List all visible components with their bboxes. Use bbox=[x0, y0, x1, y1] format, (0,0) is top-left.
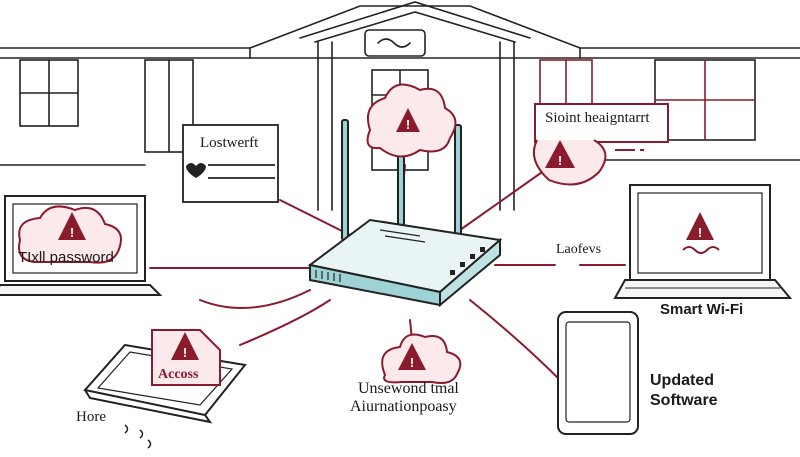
warning-icon bbox=[171, 332, 199, 360]
warning-icon bbox=[686, 212, 714, 240]
router bbox=[307, 104, 503, 308]
warning-icon bbox=[398, 343, 426, 370]
label-hore: Hore bbox=[76, 409, 106, 425]
svg-text:!: ! bbox=[558, 153, 562, 168]
label-software: Software bbox=[650, 392, 718, 409]
svg-text:!: ! bbox=[698, 225, 702, 240]
callout-top-right: ! bbox=[533, 103, 669, 186]
warning-icon bbox=[545, 140, 575, 168]
smartphone bbox=[557, 311, 639, 435]
sign-top-left bbox=[182, 124, 279, 203]
laptop-left: ! bbox=[0, 195, 163, 296]
label-updated: Updated bbox=[650, 372, 714, 389]
heart-icon bbox=[186, 163, 206, 178]
label-right-mid: Laofevs bbox=[556, 242, 602, 257]
label-bottom-line1: Unsewond tmal bbox=[358, 380, 459, 397]
label-tablet: Accoss bbox=[158, 367, 199, 382]
label-smart-wifi: Smart Wi-Fi bbox=[660, 301, 744, 318]
warning-icon bbox=[58, 212, 86, 240]
laptop-right: ! bbox=[613, 184, 793, 299]
warning-icon bbox=[396, 108, 420, 132]
label-left-laptop: TIxll password bbox=[18, 249, 114, 266]
svg-text:!: ! bbox=[410, 355, 414, 370]
label-bottom-line2: Aiurnationpoasy bbox=[350, 398, 457, 415]
warning-cloud-top-center: ! bbox=[366, 83, 457, 158]
svg-text:!: ! bbox=[406, 117, 410, 132]
svg-text:!: ! bbox=[70, 225, 74, 240]
label-top-left: Lostwerft bbox=[200, 135, 259, 151]
label-top-center: Sioint heaigntarrt bbox=[545, 110, 650, 126]
warning-cloud-bottom-center: ! bbox=[381, 333, 462, 384]
svg-text:!: ! bbox=[183, 345, 187, 360]
tablet-left: ! bbox=[83, 329, 247, 449]
